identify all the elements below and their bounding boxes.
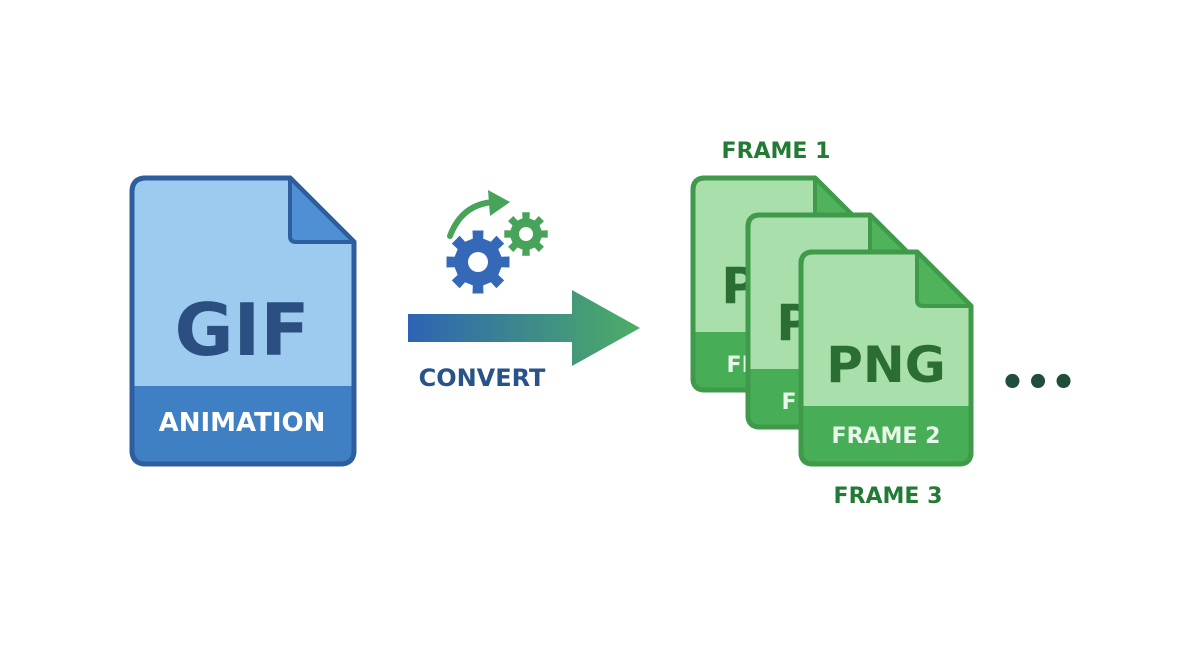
blue-gear-hole: [468, 252, 488, 272]
png-type-label: PNG: [826, 336, 946, 394]
gif-file-icon: GIF ANIMATION: [129, 175, 357, 467]
gif-file-fold: [288, 176, 356, 244]
gears-icon: [446, 190, 548, 294]
gif-band-label: ANIMATION: [159, 408, 326, 438]
png-file-icon: PNG FRAME 2: [798, 249, 974, 467]
gears-arrow-head: [488, 190, 510, 216]
convert-arrow: [408, 290, 640, 366]
gears-arrow-arc: [447, 199, 497, 239]
frame-caption-bottom: FRAME 3: [834, 484, 943, 509]
png-band-label: FRAME 2: [832, 424, 941, 449]
convert-label: CONVERT: [419, 364, 546, 392]
convert-arrow-icon: [408, 290, 640, 366]
gif-type-label: GIF: [174, 288, 309, 372]
gif-file-band: [132, 386, 354, 464]
gif-file-body-outline: [129, 175, 357, 467]
png-file-fold: [915, 250, 973, 308]
frame-caption-top: FRAME 1: [722, 139, 831, 164]
ellipsis-icon: •••: [1000, 360, 1077, 406]
green-gear-hole: [519, 227, 533, 241]
png-file-body-outline: [798, 249, 974, 467]
png-file-band: [801, 406, 971, 464]
